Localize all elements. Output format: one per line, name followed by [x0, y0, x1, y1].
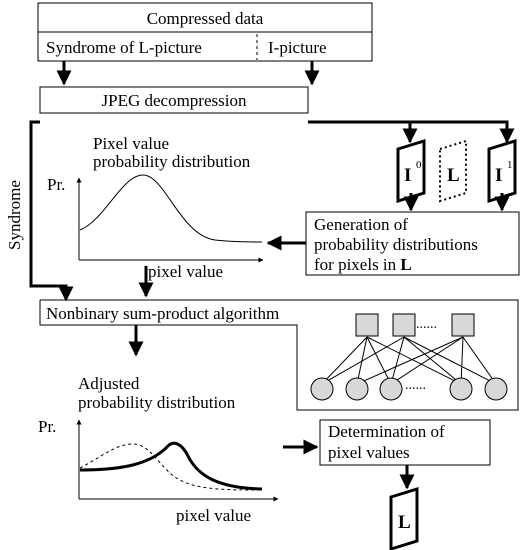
adjusted-chart-title-line1: Adjusted [78, 374, 140, 393]
syndrome-label: Syndrome [5, 180, 24, 250]
determination-line1: Determination of [328, 422, 445, 441]
compressed-to-jpeg-arrows [56, 61, 320, 86]
check-node [392, 313, 416, 337]
frame-l-dotted: L [439, 139, 467, 203]
generation-box: Generation of probability distributions … [305, 211, 520, 276]
variable-node [345, 377, 369, 401]
variable-node [379, 377, 403, 401]
generation-line3-bold: L [400, 255, 411, 274]
pixel-chart-y-label: Pr. [47, 175, 65, 194]
check-node [355, 313, 379, 337]
frame-l-letter: L [447, 165, 460, 186]
determination-box: Determination of pixel values [319, 419, 491, 466]
adjusted-chart-posterior-curve [79, 441, 263, 491]
variable-node [449, 377, 473, 401]
compressed-data-title: Compressed data [147, 9, 264, 28]
variable-node [484, 377, 508, 401]
frames-to-generation-arrows [403, 193, 510, 212]
output-frame-l: L [389, 486, 419, 550]
check-node [451, 313, 475, 337]
jpeg-decompression-box: JPEG decompression [39, 86, 309, 114]
adjusted-chart-title-line2: probability distribution [78, 393, 236, 412]
pixel-chart-title-line2: probability distribution [93, 152, 251, 171]
frame-i0-letter: I [404, 165, 411, 186]
syndrome-path: Syndrome [5, 120, 74, 302]
frame-i1-superscript: 1 [507, 159, 513, 171]
frame-i1: I 1 [487, 138, 517, 204]
adjusted-chart-y-label: Pr. [38, 417, 56, 436]
variable-node-ellipsis: ...... [405, 378, 426, 393]
frame-i0: I 0 [396, 138, 426, 204]
i-picture-field-label: I-picture [268, 38, 327, 57]
adjusted-chart-x-label: pixel value [176, 506, 251, 525]
generation-line2: probability distributions [314, 235, 478, 254]
check-node-ellipsis: ...... [416, 317, 437, 332]
frame-i1-letter: I [495, 165, 502, 186]
generation-line1: Generation of [314, 215, 408, 234]
adjusted-chart: Adjusted probability distribution Pr. pi… [38, 374, 279, 525]
sum-product-box: Nonbinary sum-product algorithm [39, 299, 519, 411]
pixel-chart-curve [79, 174, 263, 243]
factor-graph-edges [321, 336, 497, 385]
adjusted-chart-prior-curve [79, 443, 261, 491]
sum-product-label: Nonbinary sum-product algorithm [46, 304, 279, 323]
determination-line2: pixel values [328, 443, 410, 462]
pixel-value-chart: Pixel value probability distribution Pr.… [47, 134, 264, 281]
compressed-data-box: Compressed data Syndrome of L-picture I-… [37, 2, 373, 62]
jpeg-to-frames-path [308, 120, 515, 144]
jpeg-decompression-label: JPEG decompression [102, 91, 247, 110]
generation-line3: for pixels in L [314, 255, 412, 274]
variable-node [310, 377, 334, 401]
factor-graph: ...... ...... [310, 313, 508, 401]
pixel-chart-x-label: pixel value [148, 262, 223, 281]
frame-i0-superscript: 0 [416, 159, 422, 171]
generation-line3-prefix: for pixels in [314, 255, 400, 274]
syndrome-field-label: Syndrome of L-picture [46, 38, 202, 57]
output-frame-letter: L [398, 512, 411, 533]
pixel-chart-title-line1: Pixel value [93, 134, 169, 153]
